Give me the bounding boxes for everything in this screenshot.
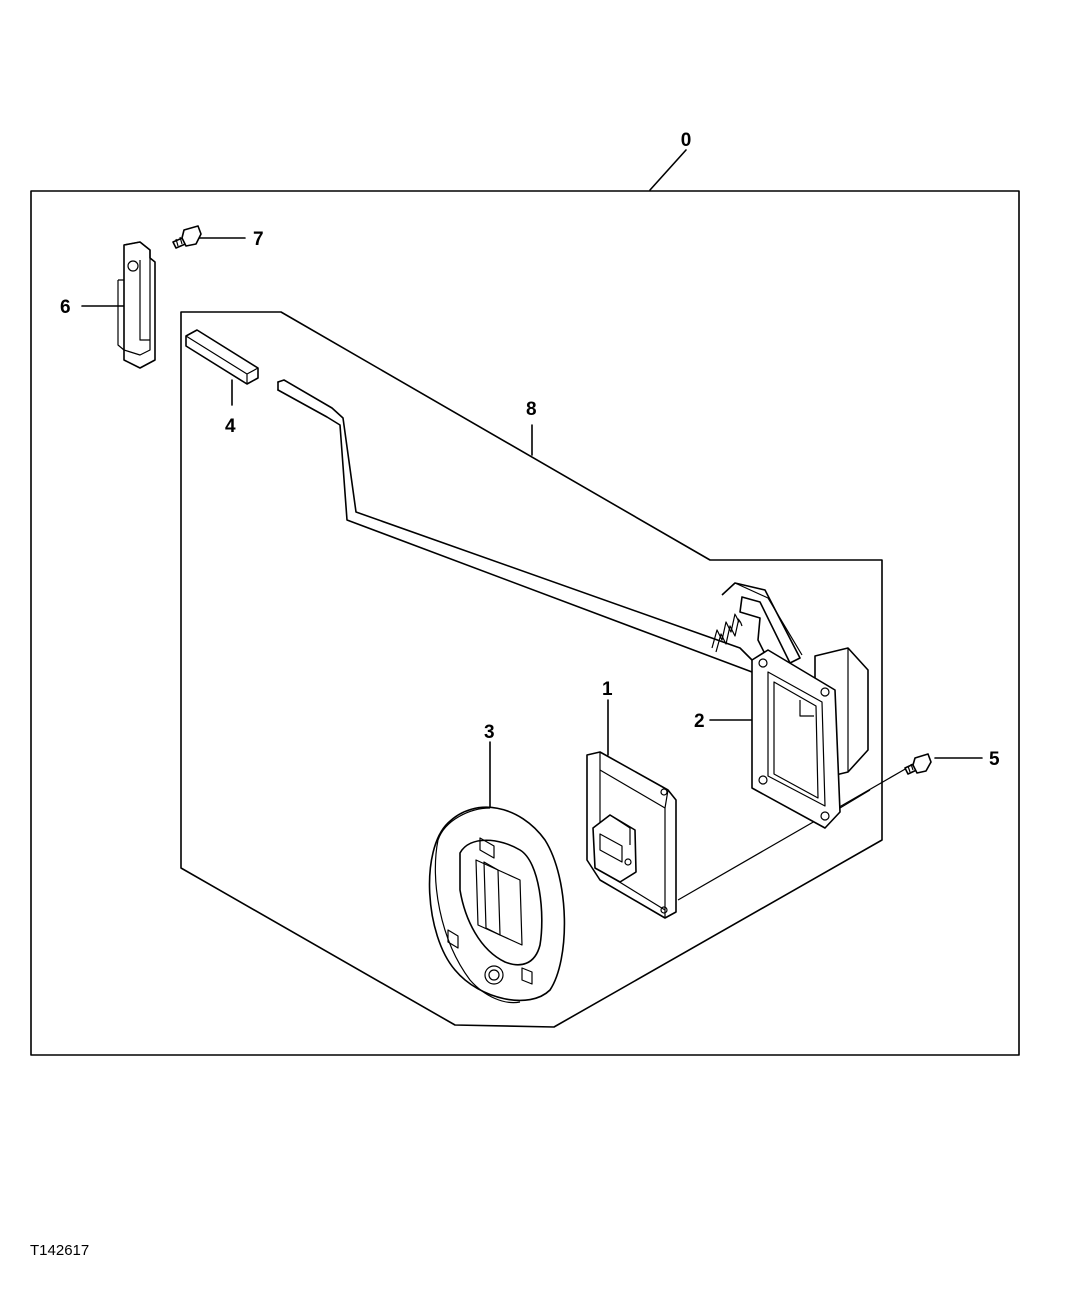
figure-id: T142617 (30, 1242, 89, 1259)
lever-housing (721, 582, 869, 829)
callout-7: 7 (253, 229, 264, 250)
switch-plate (586, 751, 677, 919)
callout-8: 8 (526, 399, 537, 420)
oval-bezel (428, 806, 566, 1004)
callout-3: 3 (484, 722, 495, 743)
callout-2: 2 (694, 711, 705, 732)
callout-6: 6 (60, 297, 71, 318)
callout-5: 5 (989, 749, 1000, 770)
control-rod (277, 379, 761, 673)
leader-lines (81, 149, 983, 901)
bolt-right (904, 753, 932, 775)
bolt-top (172, 225, 202, 249)
square-tube (185, 329, 259, 385)
subassembly-outline (180, 311, 883, 1028)
callout-0: 0 (681, 130, 692, 151)
bracket-plate (117, 241, 156, 369)
callout-1: 1 (602, 679, 613, 700)
callout-4: 4 (225, 416, 236, 437)
assembly-frame (30, 190, 1020, 1056)
